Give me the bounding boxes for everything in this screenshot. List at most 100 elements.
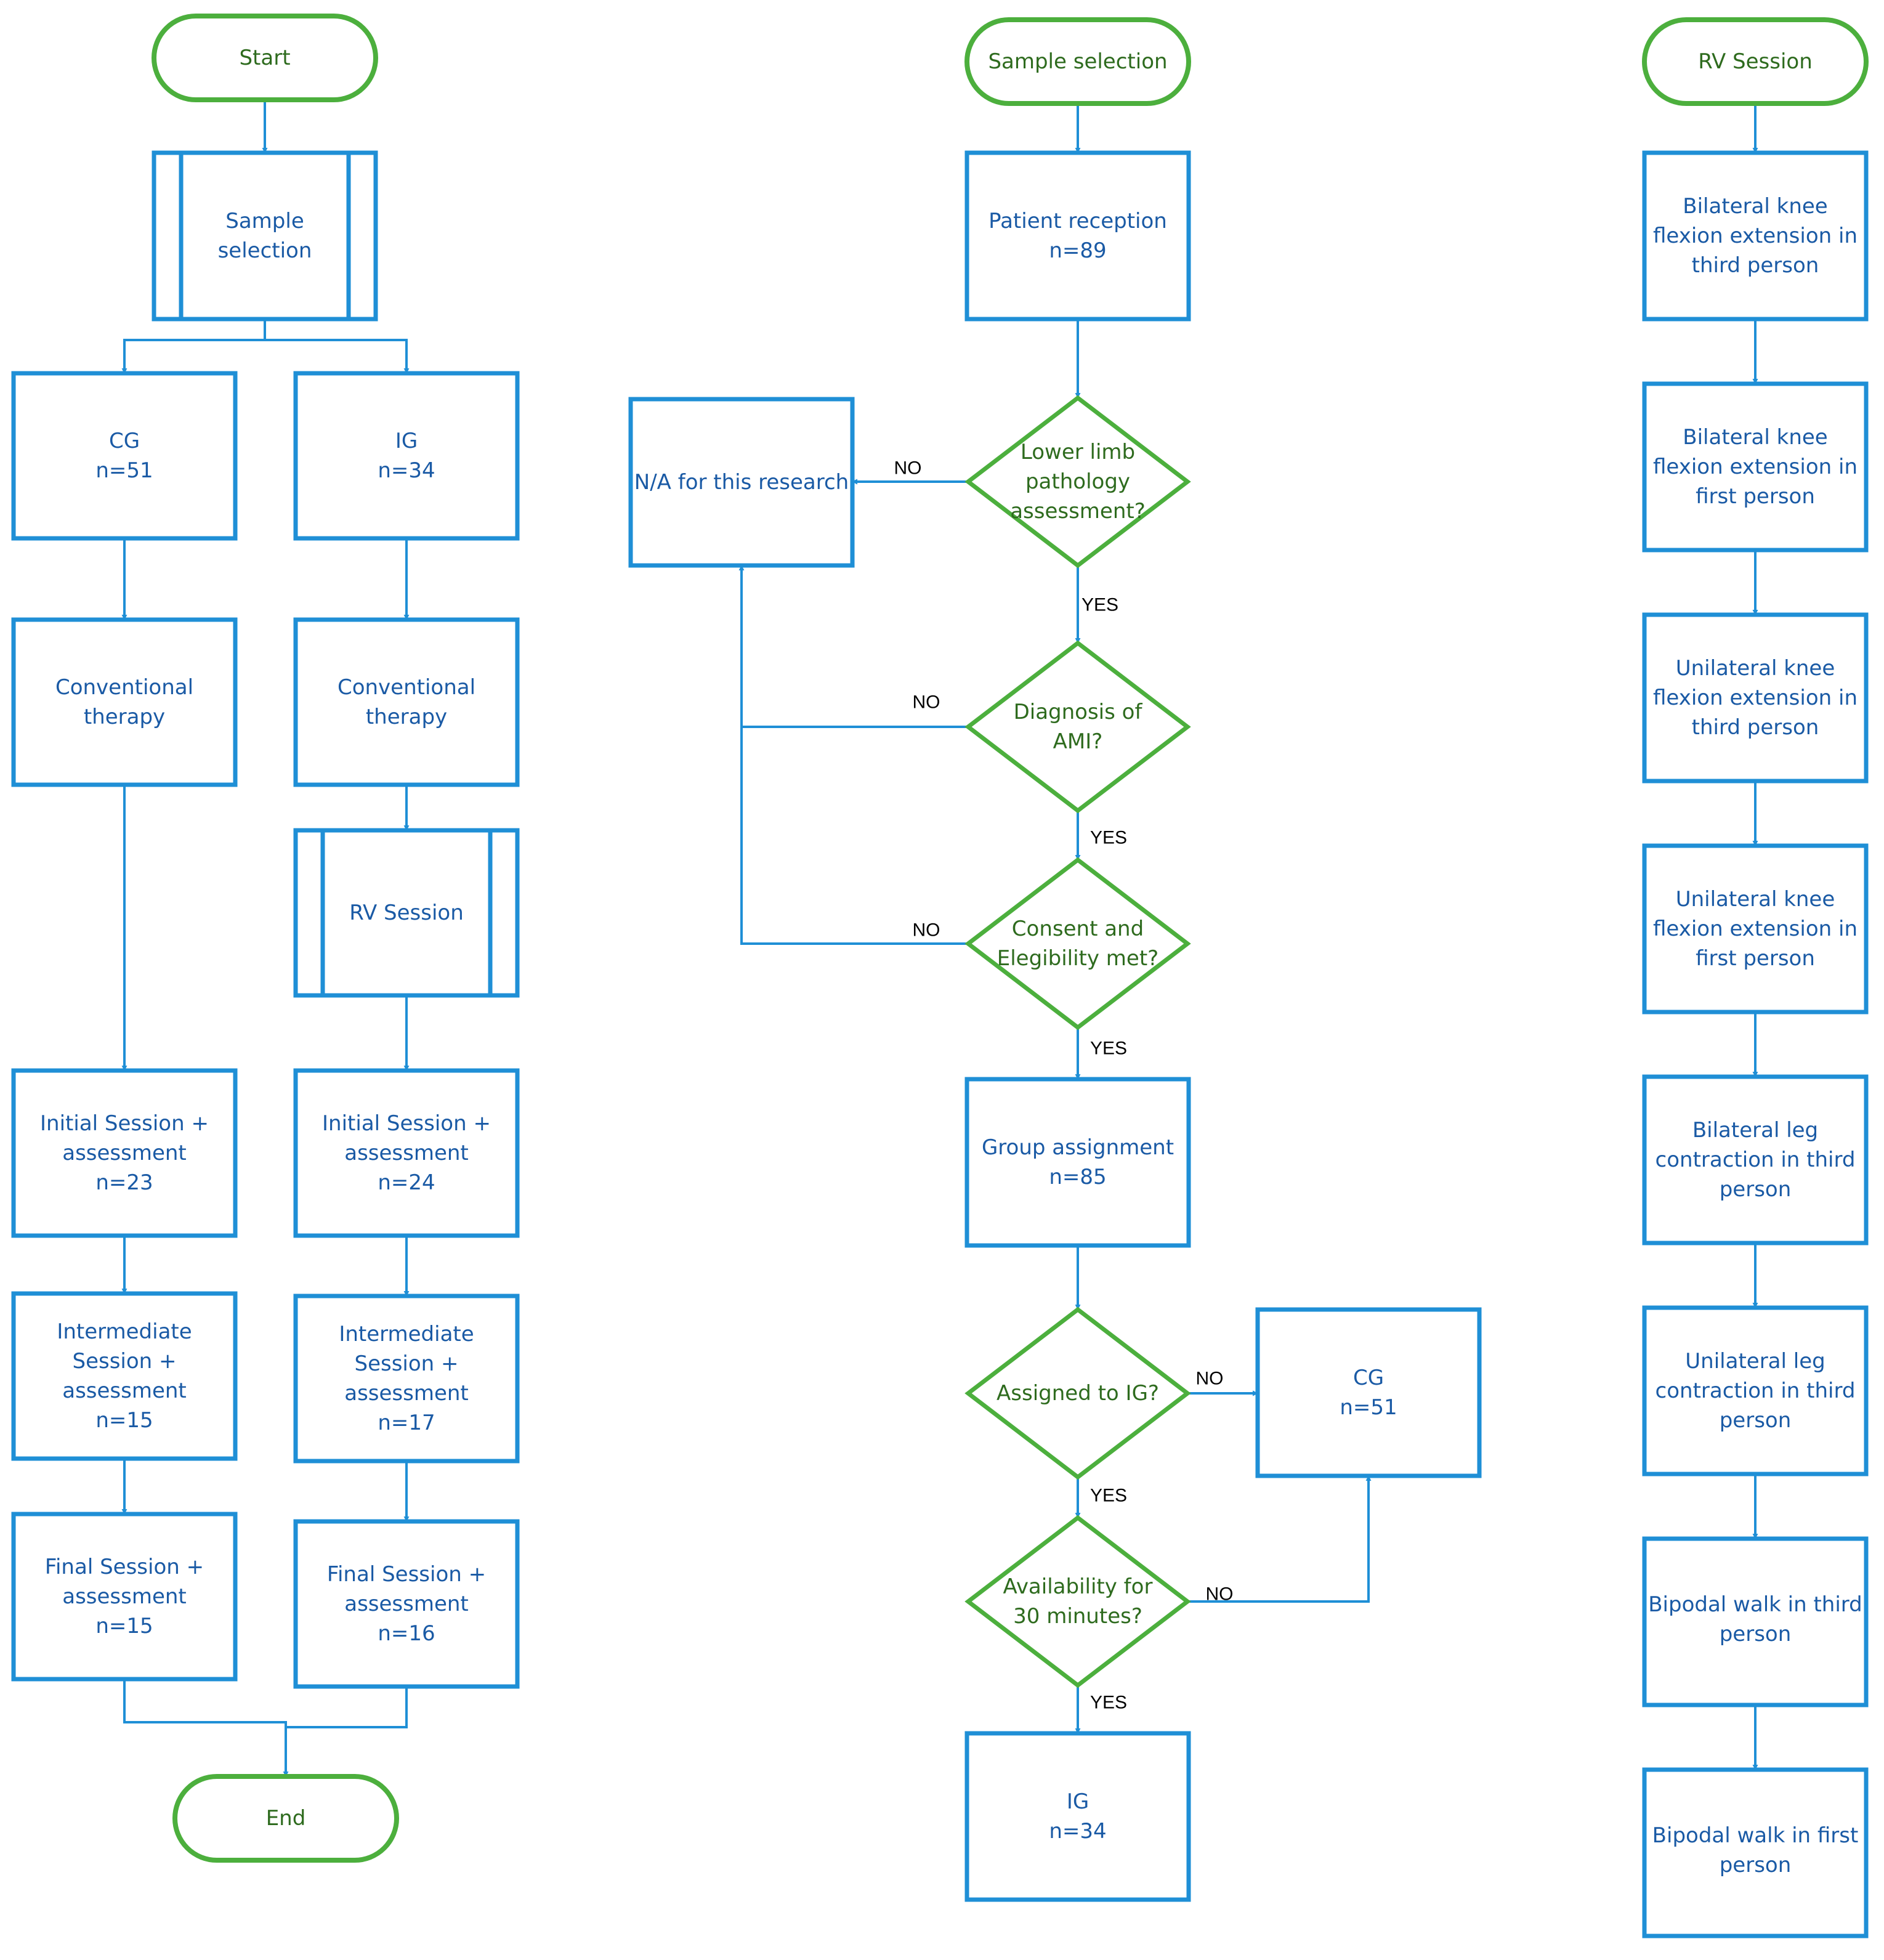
f1-cg-final-text-2: assessment [62, 1584, 187, 1609]
f2-cg-box-text-2: n=51 [1340, 1395, 1397, 1420]
f3-step-5-text-3: person [1720, 1177, 1792, 1202]
f1-cg-final-text-3: n=15 [95, 1614, 153, 1638]
f2-label-no-lower: NO [894, 458, 922, 479]
f3-step-6-text-2: contraction in third [1656, 1379, 1856, 1403]
f1-end-terminal: End [172, 1774, 399, 1863]
f2-availability-decision-text-2: 30 minutes? [1013, 1604, 1142, 1629]
f3-step-6-text-3: person [1720, 1408, 1792, 1433]
f3-step-7-text-2: person [1720, 1622, 1792, 1646]
f1-ig-box: IGn=34 [293, 371, 520, 541]
f1-cg-therapy-text-2: therapy [84, 705, 165, 729]
f2-label-yes-consent: YES [1090, 1039, 1127, 1059]
f2-na-box-text-1: N/A for this research [634, 470, 849, 495]
f1-cg-initial-shape [11, 1068, 238, 1238]
f2-group-assignment-box-shape [964, 1077, 1191, 1248]
f3-step-8: Bipodal walk in first person [1642, 1767, 1869, 1938]
f2-cg-box: CGn=51 [1255, 1307, 1482, 1478]
f3-step-1-text-2: flexion extension in [1653, 224, 1858, 248]
f1-end-terminal-text-1: End [266, 1806, 306, 1831]
f2-na-box: N/A for this research [628, 397, 855, 568]
f2-label-yes-lower: YES [1081, 595, 1118, 615]
f3-step-5-shape [1642, 1074, 1869, 1245]
f1-ig-final-text-1: Final Session + [327, 1562, 486, 1587]
f2-assigned-decision-shape [964, 1306, 1191, 1480]
f1-start-terminal-text-1: Start [239, 46, 290, 70]
f3-step-7: Bipodal walk in third person [1642, 1536, 1869, 1707]
f1-edge-split-ig [265, 339, 410, 374]
f3-step-7-shape [1642, 1536, 1869, 1707]
f1-edge-split [121, 319, 266, 374]
f1-cg-final-text-1: Final Session + [45, 1555, 204, 1579]
f2-start-terminal-text-1: Sample selection [988, 49, 1167, 74]
f3-step-3-text-1: Unilateral knee [1676, 656, 1835, 681]
f2-start-terminal-shape [964, 17, 1191, 106]
f1-cg-intermediate-text-4: n=15 [95, 1408, 153, 1433]
f1-cg-intermediate-text-3: assessment [62, 1379, 187, 1403]
f1-ig-intermediate-text-4: n=17 [378, 1411, 435, 1435]
f1-ig-final-shape [293, 1519, 520, 1689]
f1-ig-intermediate-text-1: Intermediate [339, 1322, 474, 1346]
f1-cg-box: CGn=51 [11, 371, 238, 541]
f3-step-1-shape [1642, 150, 1869, 322]
f3-step-5-text-1: Bilateral leg [1692, 1118, 1818, 1143]
f1-ig-therapy-text-1: Conventional [338, 675, 475, 700]
f3-start-terminal: RV Session [1642, 17, 1869, 106]
f2-ami-decision-shape [964, 640, 1191, 814]
f3-step-4-text-3: first person [1696, 946, 1815, 971]
f1-cg-box-shape [11, 371, 238, 541]
f3-step-8-text-2: person [1720, 1853, 1792, 1877]
f1-ig-box-shape [293, 371, 520, 541]
connectors [121, 100, 1758, 1777]
f2-assigned-decision: Assigned to IG? [964, 1306, 1191, 1480]
f1-cg-box-text-1: CG [109, 429, 140, 453]
f3-step-6-text-1: Unilateral leg [1685, 1349, 1825, 1374]
f3-start-terminal-text-1: RV Session [1698, 49, 1813, 74]
f2-consent-decision-shape [964, 857, 1191, 1031]
f3-step-7-text-1: Bipodal walk in third [1648, 1592, 1862, 1617]
f2-ig-box-text-1: IG [1067, 1789, 1089, 1814]
f2-lower-limb-decision-text-3: assessment? [1010, 499, 1146, 524]
f2-lower-limb-decision-text-2: pathology [1025, 469, 1130, 494]
f2-ig-box: IGn=34 [964, 1731, 1191, 1902]
f1-cg-initial-text-1: Initial Session + [40, 1111, 209, 1136]
f1-sample-selection-shape [152, 150, 378, 322]
f1-ig-initial-text-3: n=24 [378, 1170, 435, 1195]
f1-cg-initial-text-2: assessment [62, 1141, 187, 1165]
f2-lower-limb-decision-shape [964, 395, 1191, 569]
f2-consent-decision-text-2: Elegibility met? [997, 946, 1158, 971]
f1-cg-final-shape [11, 1512, 238, 1682]
f2-ig-box-shape [964, 1731, 1191, 1902]
f2-reception-box-text-1: Patient reception [988, 209, 1167, 233]
f3-step-6-shape [1642, 1305, 1869, 1476]
f2-reception-box-text-2: n=89 [1049, 238, 1106, 263]
f1-sample-selection-text-1: Sample [225, 209, 304, 233]
f1-edge-cg-end [123, 1679, 289, 1777]
f3-step-3-text-3: third person [1692, 715, 1819, 740]
f1-rv-session-shape [293, 828, 520, 998]
f2-label-no-availability: NO [1206, 1584, 1234, 1605]
f3-step-3-text-2: flexion extension in [1653, 686, 1858, 710]
f1-rv-session-text-1: RV Session [349, 901, 464, 925]
f2-consent-decision-text-1: Consent and [1012, 917, 1144, 941]
f1-ig-final-text-3: n=16 [378, 1621, 435, 1646]
f2-ami-decision-text-1: Diagnosis of [1014, 700, 1143, 724]
f1-cg-therapy-shape [11, 617, 238, 787]
f1-cg-intermediate-shape [11, 1291, 238, 1461]
f2-label-yes-ami: YES [1090, 828, 1127, 848]
f1-end-terminal-shape [172, 1774, 399, 1863]
f2-label-no-assigned: NO [1196, 1369, 1224, 1389]
f1-ig-intermediate-shape [293, 1294, 520, 1464]
f3-step-6: Unilateral leg contraction in third person [1642, 1305, 1869, 1476]
f3-step-8-text-1: Bipodal walk in first [1652, 1823, 1859, 1848]
f1-ig-initial-shape [293, 1068, 520, 1238]
f2-assigned-decision-text-1: Assigned to IG? [997, 1381, 1159, 1406]
